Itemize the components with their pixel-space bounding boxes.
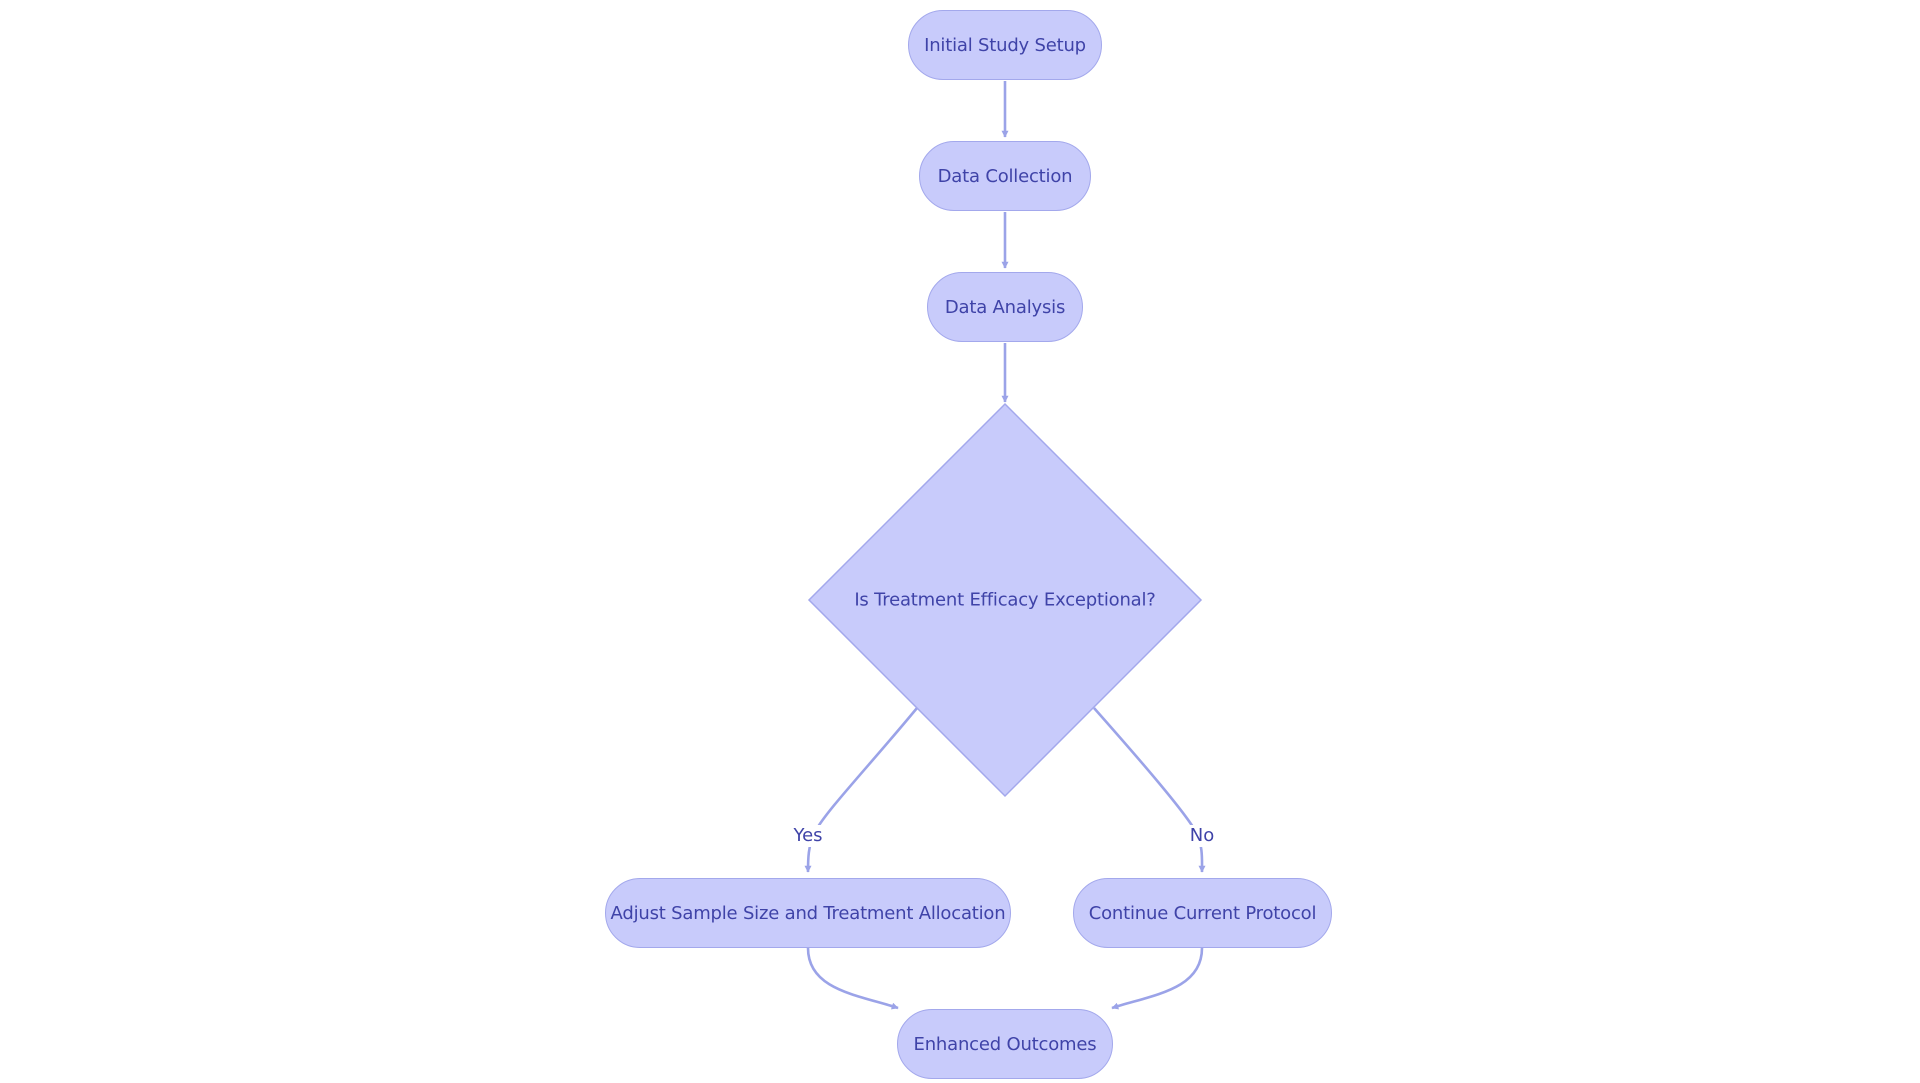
node-label: Data Analysis	[944, 296, 1066, 318]
edge-decision-to-continue	[1093, 707, 1206, 873]
decision-diamond	[807, 402, 1203, 798]
node-enhanced-outcomes: Enhanced Outcomes	[897, 1009, 1113, 1079]
edge-decision-to-adjust	[804, 707, 919, 873]
node-decision-label: Is Treatment Efficacy Exceptional?	[854, 589, 1156, 611]
node-label: Data Collection	[937, 165, 1073, 187]
node-label: Enhanced Outcomes	[913, 1033, 1097, 1055]
node-data-collection: Data Collection	[919, 141, 1091, 211]
node-adjust-sample-size: Adjust Sample Size and Treatment Allocat…	[605, 878, 1011, 948]
node-label: Adjust Sample Size and Treatment Allocat…	[610, 902, 1006, 924]
node-label: Continue Current Protocol	[1088, 902, 1317, 924]
node-continue-current-protocol: Continue Current Protocol	[1073, 878, 1332, 948]
edge-label-no: No	[1188, 825, 1216, 847]
edge-adjust-to-enhanced	[806, 947, 899, 1010]
node-label: Initial Study Setup	[924, 34, 1086, 56]
node-data-analysis: Data Analysis	[927, 272, 1083, 342]
edge-label-yes: Yes	[792, 825, 824, 847]
node-initial-study-setup: Initial Study Setup	[908, 10, 1102, 80]
edge-continue-to-enhanced	[1111, 947, 1204, 1010]
